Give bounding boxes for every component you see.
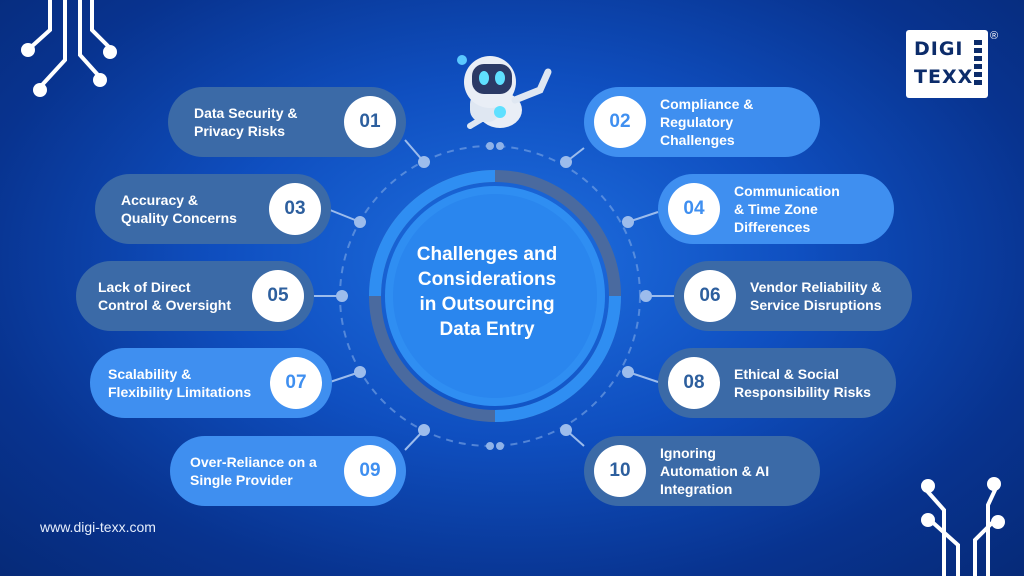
challenge-label: Compliance & Regulatory Challenges (660, 96, 754, 148)
challenge-label: Lack of Direct Control & Oversight (98, 279, 232, 313)
challenge-card-05: Lack of Direct Control & Oversight 05 (76, 261, 314, 331)
challenge-label: Communication & Time Zone Differences (734, 183, 840, 235)
challenge-card-09: Over-Reliance on a Single Provider 09 (170, 436, 406, 506)
robot-mascot-icon (457, 55, 552, 129)
challenge-number: 02 (594, 96, 646, 148)
circuit-icon-nodes (921, 477, 1005, 529)
logo-text-line1: DIGI (914, 38, 964, 60)
challenge-card-03: Accuracy & Quality Concerns 03 (95, 174, 331, 244)
center-ring-highlight-bottom (494, 295, 621, 422)
challenge-label: Vendor Reliability & Service Disruptions (750, 279, 882, 313)
challenge-number: 03 (269, 183, 321, 235)
challenge-number: 05 (252, 270, 304, 322)
film-strip-icon (974, 40, 982, 88)
challenge-card-04: 04 Communication & Time Zone Differences (658, 174, 894, 244)
challenge-label: Accuracy & Quality Concerns (121, 192, 237, 226)
circuit-icon (926, 488, 997, 576)
circuit-icon-nodes (21, 43, 117, 97)
challenge-number: 04 (668, 183, 720, 235)
challenge-card-07: Scalability & Flexibility Limitations 07 (90, 348, 332, 418)
center-title: Challenges and Considerations in Outsour… (416, 244, 558, 340)
challenge-card-06: 06 Vendor Reliability & Service Disrupti… (674, 261, 912, 331)
challenge-label: Over-Reliance on a Single Provider (190, 454, 317, 488)
challenge-card-10: 10 Ignoring Automation & AI Integration (584, 436, 820, 506)
challenge-number: 08 (668, 357, 720, 409)
challenge-number: 01 (344, 96, 396, 148)
logo-text-line2: TEXX (914, 66, 974, 88)
website-url: www.digi-texx.com (40, 519, 156, 535)
registered-mark: ® (990, 30, 999, 42)
challenge-label: Scalability & Flexibility Limitations (108, 366, 252, 400)
connectors (314, 139, 674, 451)
challenge-card-02: 02 Compliance & Regulatory Challenges (584, 87, 820, 157)
challenge-number: 06 (684, 270, 736, 322)
center-ring-highlight-top (369, 170, 496, 297)
challenge-card-08: 08 Ethical & Social Responsibility Risks (658, 348, 896, 418)
digitexx-logo: DIGI TEXX (906, 30, 988, 98)
challenge-number: 07 (270, 357, 322, 409)
challenge-label: Ignoring Automation & AI Integration (660, 445, 770, 497)
challenge-card-01: Data Security & Privacy Risks 01 (168, 87, 406, 157)
challenge-number: 09 (344, 445, 396, 497)
challenge-label: Ethical & Social Responsibility Risks (734, 366, 871, 400)
challenge-number: 10 (594, 445, 646, 497)
challenge-label: Data Security & Privacy Risks (194, 105, 298, 139)
circuit-icon (28, 0, 112, 87)
orbit-dots (486, 142, 504, 450)
